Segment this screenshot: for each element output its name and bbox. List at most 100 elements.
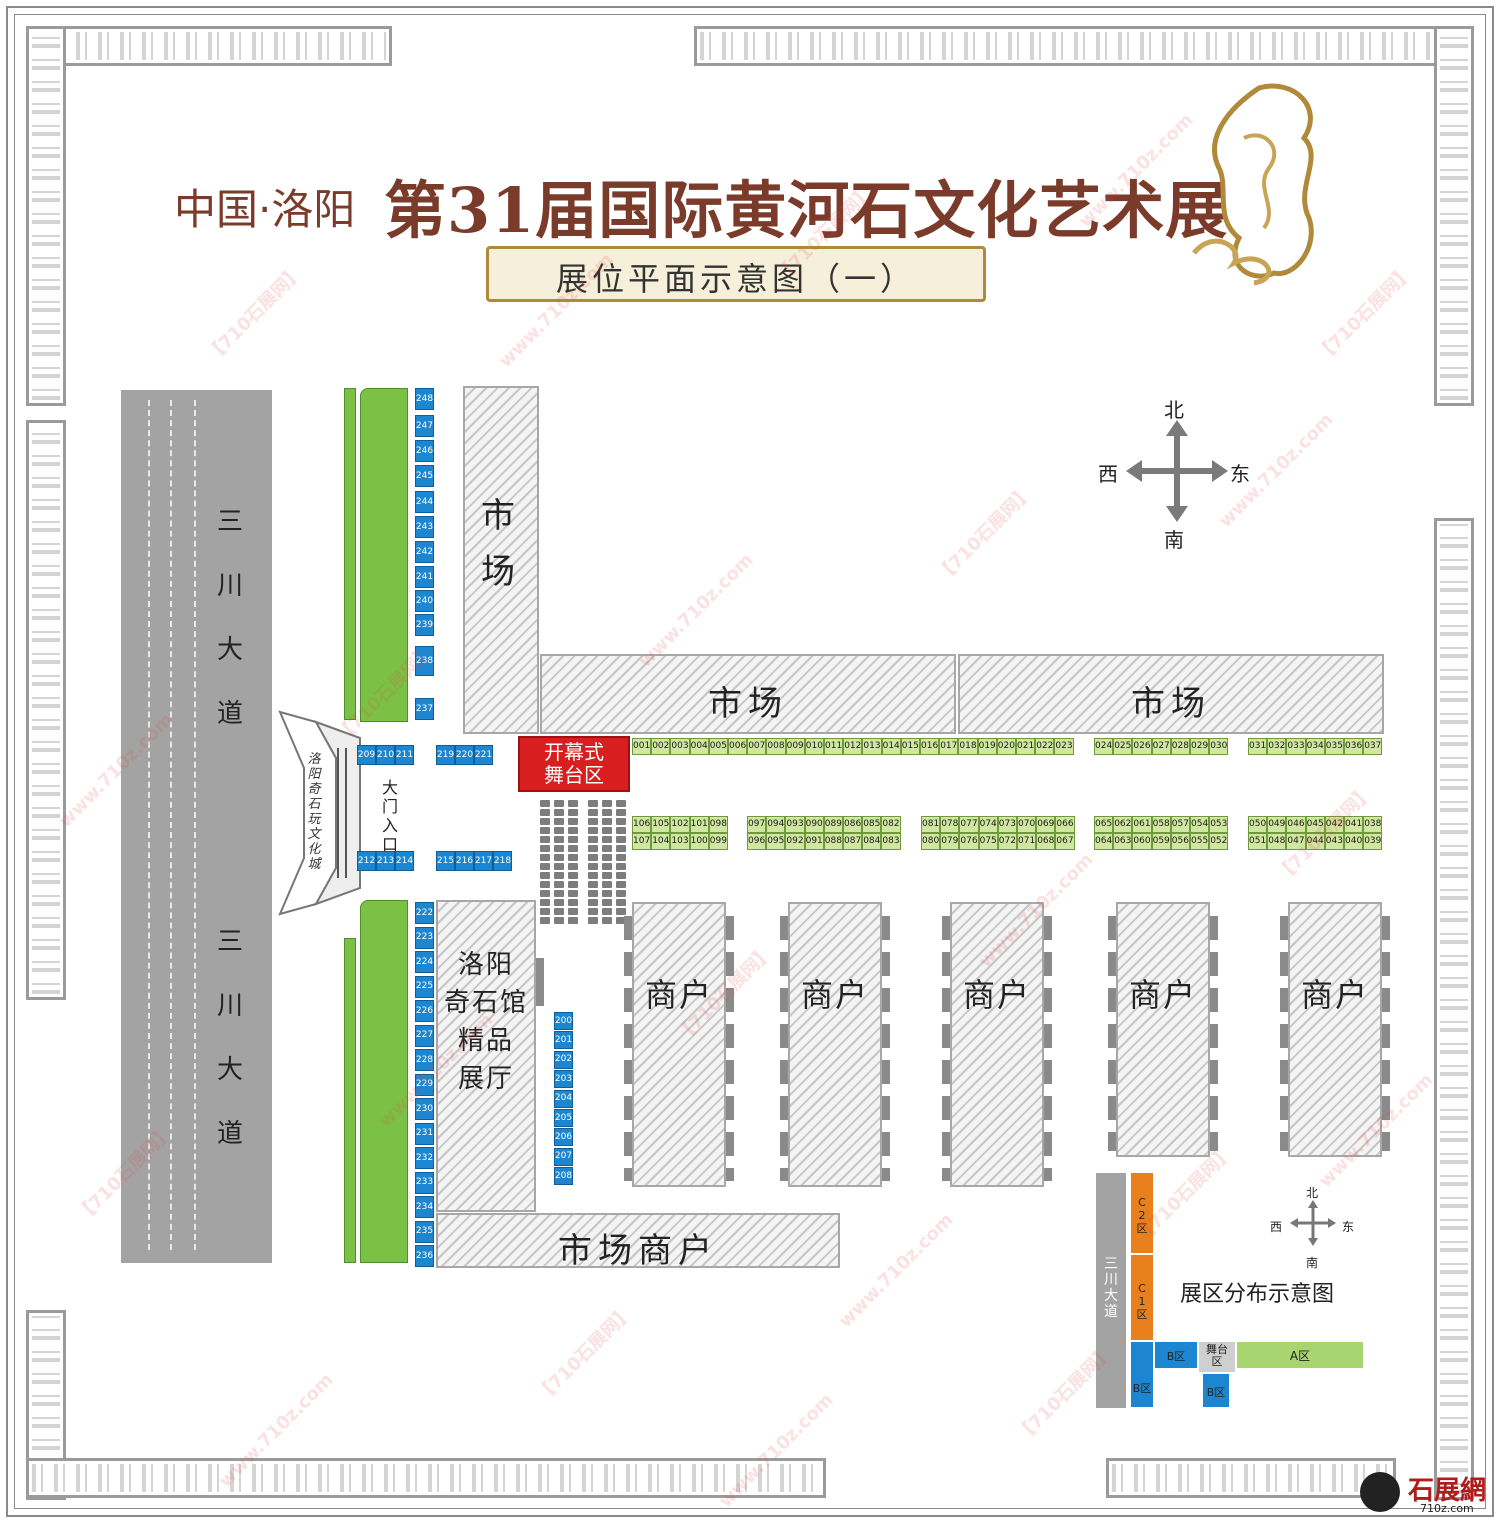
booth-032[interactable]: 032 [1267, 738, 1287, 755]
booth-065[interactable]: 065 [1094, 816, 1114, 833]
booth-094[interactable]: 094 [766, 816, 786, 833]
booth-204[interactable]: 204 [554, 1089, 573, 1108]
booth-058[interactable]: 058 [1151, 816, 1171, 833]
booth-044[interactable]: 044 [1305, 833, 1325, 850]
booth-232[interactable]: 232 [415, 1147, 434, 1169]
booth-224[interactable]: 224 [415, 951, 434, 973]
booth-056[interactable]: 056 [1170, 833, 1190, 850]
booth-025[interactable]: 025 [1113, 738, 1133, 755]
booth-236[interactable]: 236 [415, 1245, 434, 1267]
booth-098[interactable]: 098 [708, 816, 728, 833]
booth-222[interactable]: 222 [415, 902, 434, 924]
booth-244[interactable]: 244 [415, 491, 434, 513]
booth-021[interactable]: 021 [1016, 738, 1036, 755]
booth-239[interactable]: 239 [415, 614, 434, 636]
booth-238[interactable]: 238 [415, 646, 434, 676]
booth-230[interactable]: 230 [415, 1098, 434, 1120]
booth-097[interactable]: 097 [747, 816, 767, 833]
booth-060[interactable]: 060 [1132, 833, 1152, 850]
booth-212[interactable]: 212 [357, 851, 376, 871]
booth-016[interactable]: 016 [920, 738, 940, 755]
booth-033[interactable]: 033 [1286, 738, 1306, 755]
booth-004[interactable]: 004 [689, 738, 709, 755]
booth-246[interactable]: 246 [415, 440, 434, 462]
booth-241[interactable]: 241 [415, 566, 434, 588]
booth-088[interactable]: 088 [823, 833, 843, 850]
booth-020[interactable]: 020 [996, 738, 1016, 755]
booth-092[interactable]: 092 [785, 833, 805, 850]
booth-208[interactable]: 208 [554, 1167, 573, 1186]
booth-106[interactable]: 106 [632, 816, 652, 833]
booth-047[interactable]: 047 [1286, 833, 1306, 850]
booth-215[interactable]: 215 [436, 851, 455, 871]
booth-093[interactable]: 093 [785, 816, 805, 833]
booth-213[interactable]: 213 [376, 851, 395, 871]
booth-223[interactable]: 223 [415, 926, 434, 949]
booth-091[interactable]: 091 [804, 833, 824, 850]
booth-207[interactable]: 207 [554, 1147, 573, 1166]
booth-210[interactable]: 210 [376, 745, 395, 765]
booth-242[interactable]: 242 [415, 541, 434, 563]
booth-209[interactable]: 209 [357, 745, 376, 765]
booth-011[interactable]: 011 [824, 738, 844, 755]
booth-036[interactable]: 036 [1344, 738, 1364, 755]
booth-099[interactable]: 099 [708, 833, 728, 850]
booth-055[interactable]: 055 [1190, 833, 1210, 850]
booth-247[interactable]: 247 [415, 415, 434, 437]
booth-009[interactable]: 009 [785, 738, 805, 755]
booth-045[interactable]: 045 [1305, 816, 1325, 833]
booth-102[interactable]: 102 [670, 816, 690, 833]
booth-073[interactable]: 073 [997, 816, 1017, 833]
booth-202[interactable]: 202 [554, 1050, 573, 1069]
booth-216[interactable]: 216 [455, 851, 474, 871]
booth-081[interactable]: 081 [921, 816, 941, 833]
booth-237[interactable]: 237 [415, 698, 434, 720]
booth-071[interactable]: 071 [1017, 833, 1037, 850]
booth-082[interactable]: 082 [881, 816, 901, 833]
booth-037[interactable]: 037 [1363, 738, 1383, 755]
booth-221[interactable]: 221 [474, 745, 493, 765]
booth-003[interactable]: 003 [670, 738, 690, 755]
booth-243[interactable]: 243 [415, 516, 434, 538]
booth-104[interactable]: 104 [651, 833, 671, 850]
booth-049[interactable]: 049 [1267, 816, 1287, 833]
booth-061[interactable]: 061 [1132, 816, 1152, 833]
booth-001[interactable]: 001 [632, 738, 652, 755]
booth-014[interactable]: 014 [881, 738, 901, 755]
booth-201[interactable]: 201 [554, 1031, 573, 1050]
booth-012[interactable]: 012 [843, 738, 863, 755]
booth-085[interactable]: 085 [862, 816, 882, 833]
booth-217[interactable]: 217 [474, 851, 493, 871]
booth-042[interactable]: 042 [1324, 816, 1344, 833]
booth-052[interactable]: 052 [1209, 833, 1229, 850]
booth-083[interactable]: 083 [881, 833, 901, 850]
booth-019[interactable]: 019 [977, 738, 997, 755]
booth-076[interactable]: 076 [959, 833, 979, 850]
booth-231[interactable]: 231 [415, 1122, 434, 1145]
booth-070[interactable]: 070 [1017, 816, 1037, 833]
booth-103[interactable]: 103 [670, 833, 690, 850]
booth-041[interactable]: 041 [1344, 816, 1364, 833]
booth-050[interactable]: 050 [1248, 816, 1268, 833]
booth-203[interactable]: 203 [554, 1070, 573, 1089]
booth-228[interactable]: 228 [415, 1049, 434, 1071]
booth-067[interactable]: 067 [1055, 833, 1075, 850]
booth-035[interactable]: 035 [1324, 738, 1344, 755]
booth-002[interactable]: 002 [651, 738, 671, 755]
booth-031[interactable]: 031 [1248, 738, 1268, 755]
booth-086[interactable]: 086 [843, 816, 863, 833]
booth-219[interactable]: 219 [436, 745, 455, 765]
booth-013[interactable]: 013 [862, 738, 882, 755]
booth-233[interactable]: 233 [415, 1171, 434, 1194]
booth-066[interactable]: 066 [1055, 816, 1075, 833]
booth-063[interactable]: 063 [1113, 833, 1133, 850]
booth-248[interactable]: 248 [415, 388, 434, 410]
booth-062[interactable]: 062 [1113, 816, 1133, 833]
booth-007[interactable]: 007 [747, 738, 767, 755]
booth-245[interactable]: 245 [415, 465, 434, 487]
booth-080[interactable]: 080 [921, 833, 941, 850]
booth-046[interactable]: 046 [1286, 816, 1306, 833]
booth-095[interactable]: 095 [766, 833, 786, 850]
booth-211[interactable]: 211 [395, 745, 414, 765]
booth-054[interactable]: 054 [1190, 816, 1210, 833]
